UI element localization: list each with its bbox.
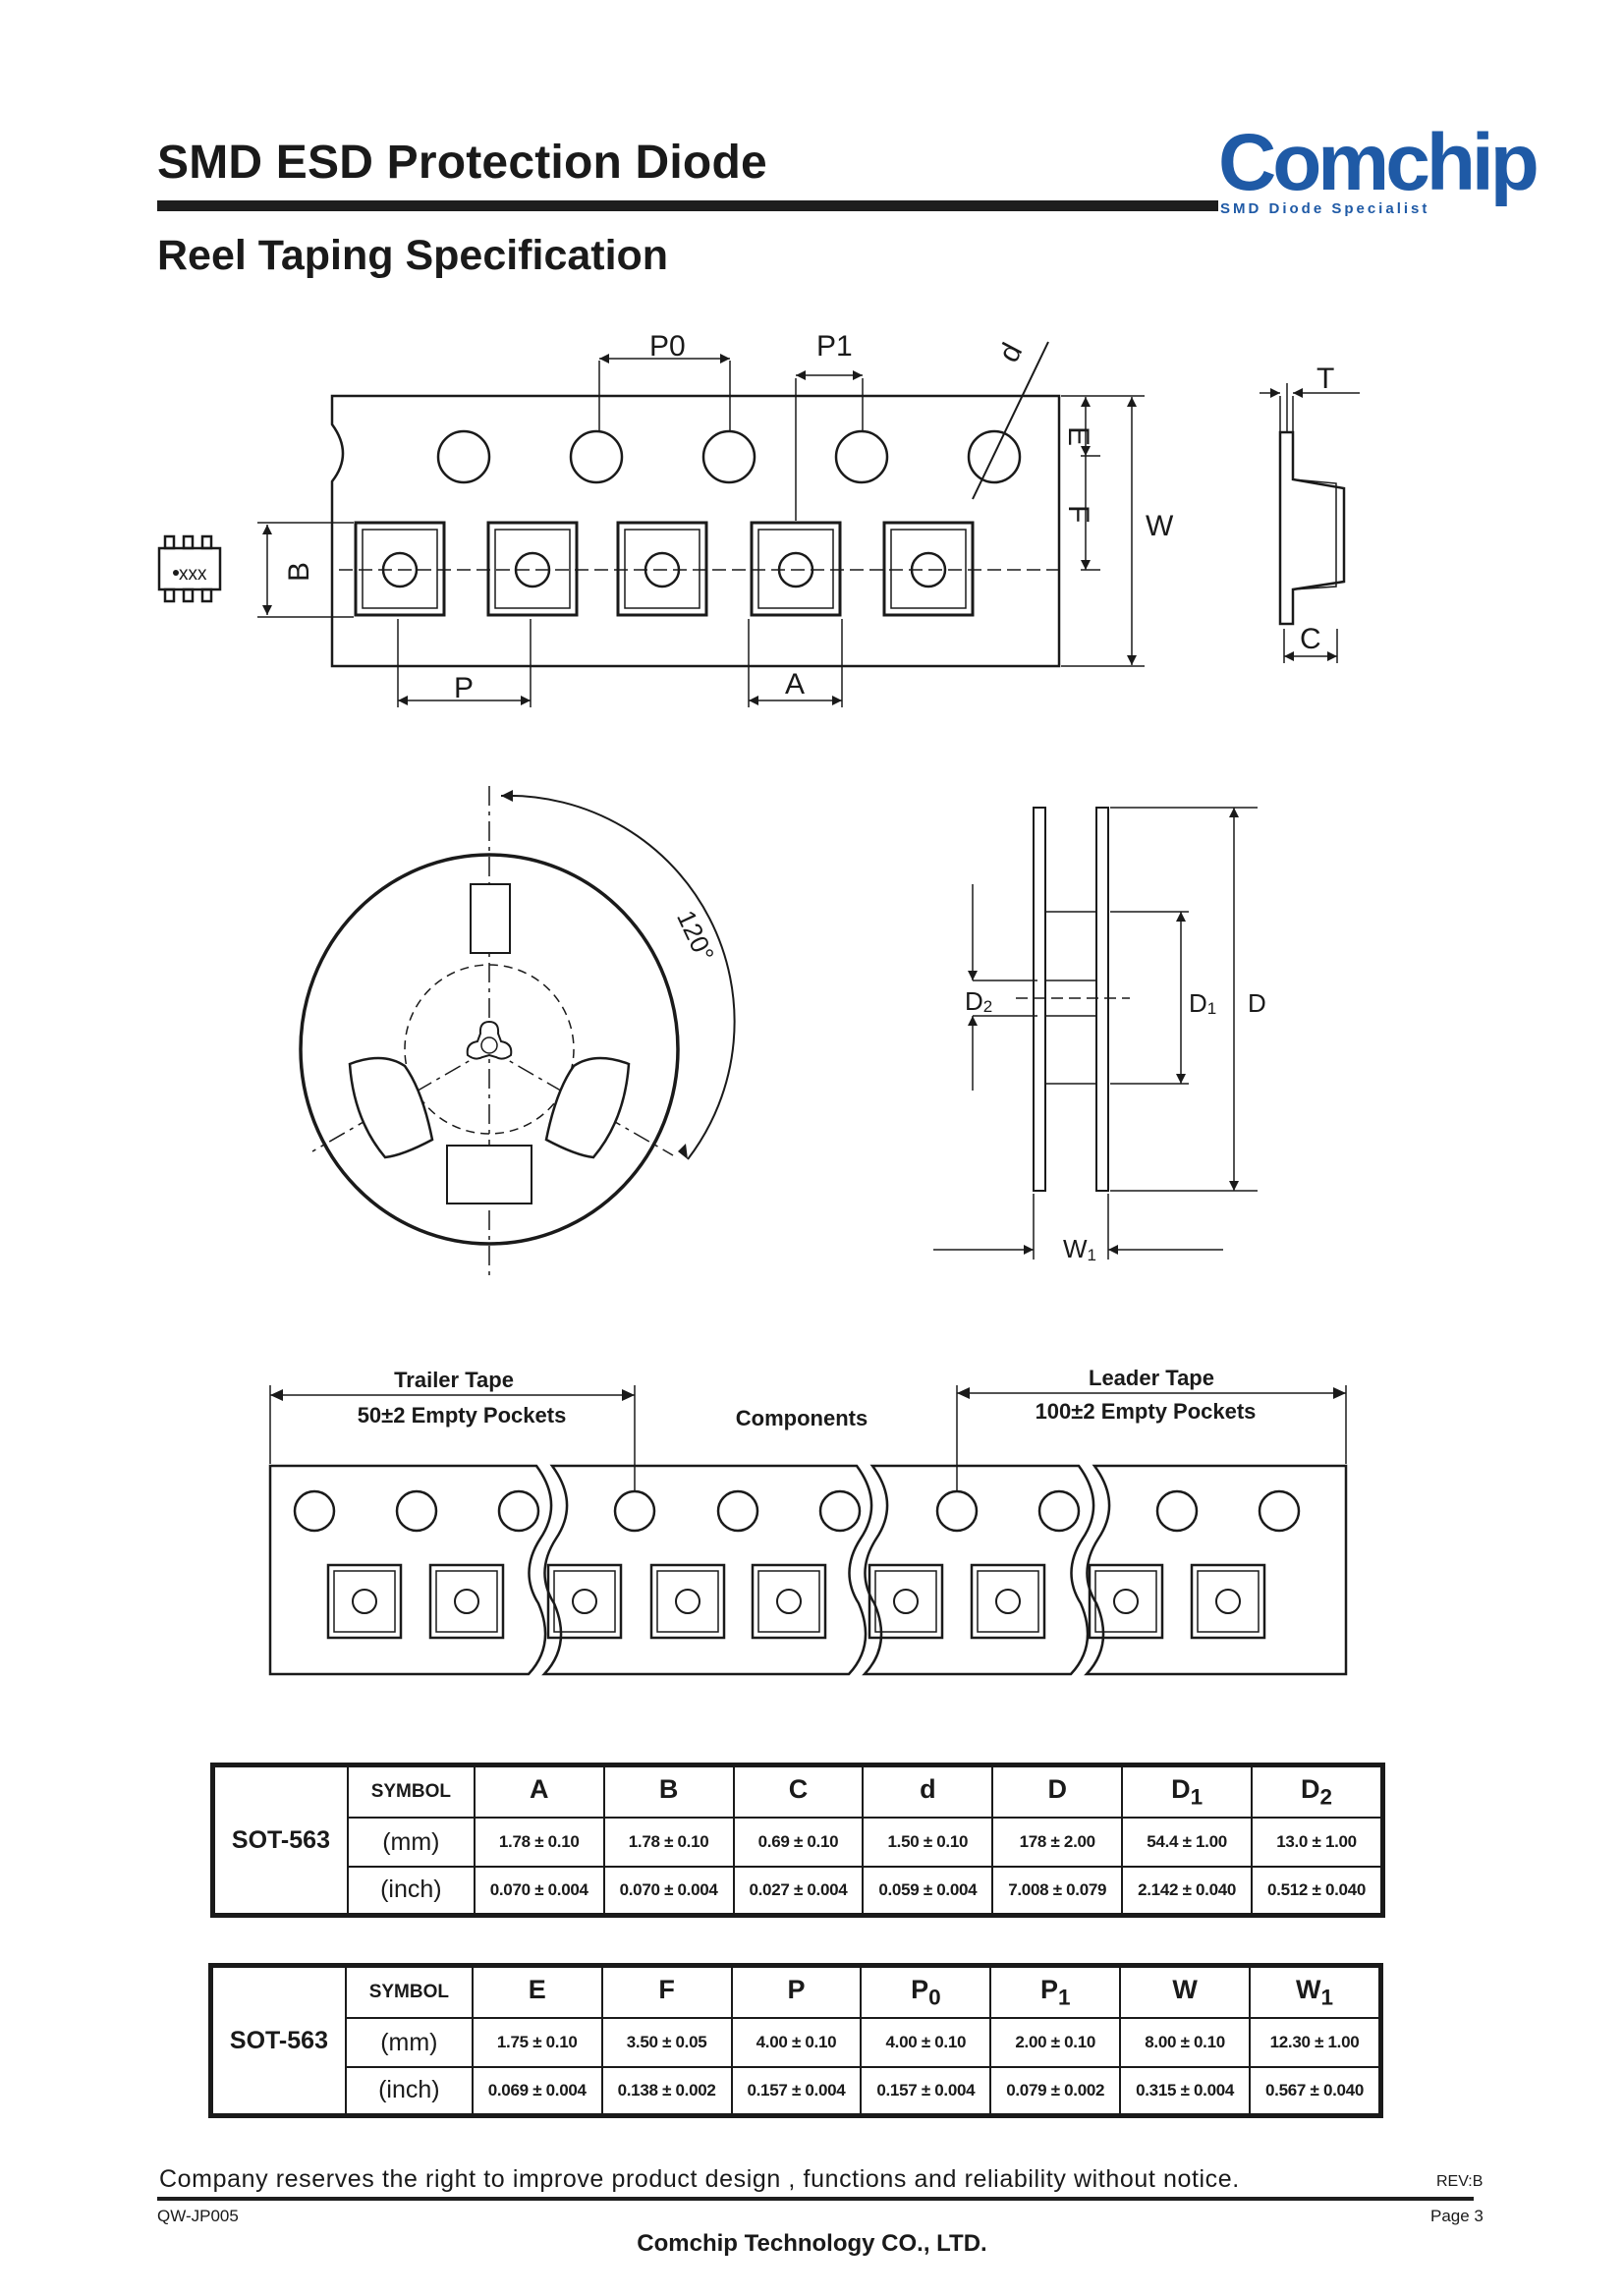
series-name: SOT-563 — [211, 1764, 349, 1917]
series-name: SOT-563 — [209, 1964, 347, 2117]
value-cell: 0.069 ± 0.004 — [471, 2065, 603, 2117]
logo-tagline: SMD Diode Specialist — [1220, 200, 1430, 217]
label-d2: D2 — [965, 986, 992, 1016]
value-cell: 2.00 ± 0.10 — [989, 2017, 1122, 2068]
value-cell: 1.75 ± 0.10 — [471, 2017, 603, 2068]
trailer-title: Trailer Tape — [394, 1368, 514, 1392]
table-row: (inch) 0.069 ± 0.004 0.138 ± 0.002 0.157… — [211, 2065, 1382, 2117]
value-cell: 0.567 ± 0.040 — [1249, 2065, 1382, 2117]
col-header: D1 — [1121, 1764, 1254, 1820]
col-header: P0 — [860, 1964, 992, 2020]
value-cell: 0.157 ± 0.004 — [860, 2065, 992, 2117]
table-row: (mm) 1.78 ± 0.10 1.78 ± 0.10 0.69 ± 0.10… — [213, 1817, 1384, 1868]
value-cell: 4.00 ± 0.10 — [860, 2017, 992, 2068]
label-c: C — [1300, 623, 1321, 655]
page-number: Page 3 — [1430, 2207, 1484, 2225]
logo-wordmark: Comchip — [1218, 118, 1540, 207]
value-cell: 0.027 ± 0.004 — [732, 1865, 865, 1917]
label-a: A — [785, 668, 805, 700]
reel-diagram: 120° D2 D1 D W1 — [299, 786, 1266, 1277]
unit-inch: (inch) — [344, 2065, 474, 2117]
label-reel-d: D — [1248, 988, 1266, 1018]
unit-mm: (mm) — [344, 2017, 474, 2068]
value-cell: 12.30 ± 1.00 — [1249, 2017, 1382, 2068]
carrier-tape-diagram: P0 P1 d T E F W B P A C xxx — [157, 330, 1360, 707]
label-w1: W1 — [1063, 1234, 1096, 1264]
document-code: QW-JP005 — [157, 2207, 239, 2225]
value-cell: 1.78 ± 0.10 — [473, 1817, 605, 1868]
value-cell: 3.50 ± 0.05 — [600, 2017, 733, 2068]
symbol-header: SYMBOL — [346, 1764, 476, 1820]
col-header: d — [862, 1764, 994, 1820]
value-cell: 0.070 ± 0.004 — [602, 1865, 735, 1917]
value-cell: 7.008 ± 0.079 — [991, 1865, 1124, 1917]
value-cell: 0.315 ± 0.004 — [1119, 2065, 1252, 2117]
spec-table-2: SOT-563 SYMBOL E F P P0 P1 W W1 (mm) 1.7… — [208, 1963, 1383, 2118]
value-cell: 54.4 ± 1.00 — [1121, 1817, 1254, 1868]
col-header: C — [732, 1764, 865, 1820]
col-header: D2 — [1251, 1764, 1384, 1820]
spec-table-1: SOT-563 SYMBOL A B C d D D1 D2 (mm) 1.78… — [210, 1763, 1385, 1918]
leader-title: Leader Tape — [1089, 1366, 1214, 1390]
value-cell: 0.059 ± 0.004 — [862, 1865, 994, 1917]
value-cell: 4.00 ± 0.10 — [730, 2017, 863, 2068]
label-w: W — [1146, 510, 1174, 542]
col-header: D — [991, 1764, 1124, 1820]
value-cell: 2.142 ± 0.040 — [1121, 1865, 1254, 1917]
trailer-count: 50±2 Empty Pockets — [358, 1403, 567, 1428]
label-b: B — [283, 562, 315, 582]
comchip-logo: Comchip SMD Diode Specialist — [1214, 120, 1540, 218]
symbol-header: SYMBOL — [344, 1964, 474, 2020]
col-header: B — [602, 1764, 735, 1820]
unit-inch: (inch) — [346, 1865, 476, 1917]
label-t: T — [1316, 363, 1334, 395]
value-cell: 1.78 ± 0.10 — [602, 1817, 735, 1868]
label-e: E — [1062, 426, 1094, 446]
device-marking: xxx — [179, 564, 207, 585]
title-rule — [157, 200, 1218, 211]
value-cell: 0.070 ± 0.004 — [473, 1865, 605, 1917]
value-cell: 178 ± 2.00 — [991, 1817, 1124, 1868]
col-header: A — [473, 1764, 605, 1820]
leader-trailer-diagram: Trailer Tape 50±2 Empty Pockets Componen… — [268, 1366, 1348, 1676]
table-row: (mm) 1.75 ± 0.10 3.50 ± 0.05 4.00 ± 0.10… — [211, 2017, 1382, 2068]
value-cell: 1.50 ± 0.10 — [862, 1817, 994, 1868]
value-cell: 0.69 ± 0.10 — [732, 1817, 865, 1868]
section-title: Reel Taping Specification — [157, 232, 669, 279]
value-cell: 0.079 ± 0.002 — [989, 2065, 1122, 2117]
value-cell: 0.138 ± 0.002 — [600, 2065, 733, 2117]
label-p: P — [454, 672, 474, 704]
reel-angle-label: 120° — [671, 906, 720, 966]
footer-notice: Company reserves the right to improve pr… — [159, 2165, 1240, 2193]
table-row: (inch) 0.070 ± 0.004 0.070 ± 0.004 0.027… — [213, 1865, 1384, 1917]
components-label: Components — [736, 1406, 868, 1430]
value-cell: 13.0 ± 1.00 — [1251, 1817, 1384, 1868]
unit-mm: (mm) — [346, 1817, 476, 1868]
label-d: d — [992, 338, 1029, 367]
label-d1: D1 — [1189, 988, 1216, 1018]
revision-label: REV:B — [1436, 2173, 1484, 2190]
value-cell: 0.157 ± 0.004 — [730, 2065, 863, 2117]
col-header: P — [730, 1964, 863, 2020]
col-header: P1 — [989, 1964, 1122, 2020]
col-header: W1 — [1249, 1964, 1382, 2020]
value-cell: 0.512 ± 0.040 — [1251, 1865, 1384, 1917]
page-title: SMD ESD Protection Diode — [157, 137, 767, 189]
col-header: W — [1119, 1964, 1252, 2020]
value-cell: 8.00 ± 0.10 — [1119, 2017, 1252, 2068]
label-p1: P1 — [816, 330, 853, 363]
leader-count: 100±2 Empty Pockets — [1036, 1399, 1257, 1424]
company-name: Comchip Technology CO., LTD. — [637, 2230, 987, 2257]
col-header: E — [471, 1964, 603, 2020]
label-p0: P0 — [649, 330, 686, 363]
col-header: F — [600, 1964, 733, 2020]
label-f: F — [1062, 505, 1094, 523]
footer-rule — [157, 2197, 1474, 2201]
